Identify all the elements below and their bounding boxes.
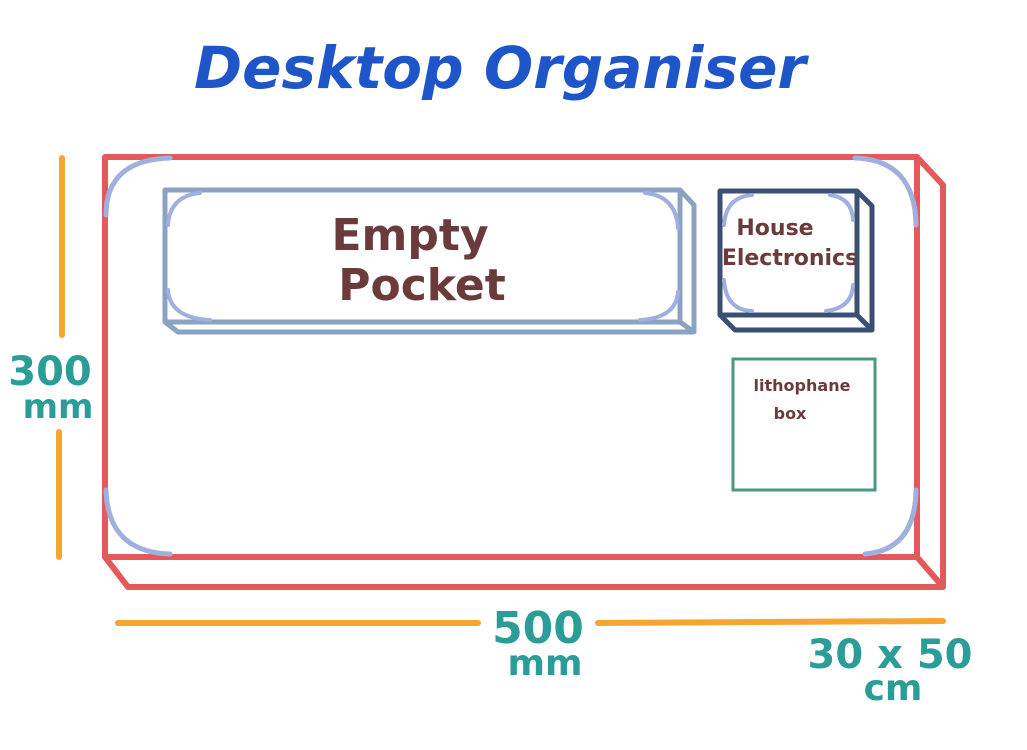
width-value: 500 bbox=[492, 603, 584, 654]
lithophane-box-label-line1: lithophane bbox=[754, 376, 851, 395]
house-electronics-arc-bl bbox=[722, 278, 754, 313]
house-electronics-label-line1: House bbox=[736, 216, 813, 241]
house-electronics-arc-tl bbox=[722, 193, 754, 227]
empty-pocket-arc-br bbox=[638, 290, 680, 322]
empty-pocket-front bbox=[162, 187, 683, 325]
house-electronics-front bbox=[717, 188, 860, 318]
empty-pocket-arc-bl bbox=[166, 288, 212, 322]
corner-arc-top-left bbox=[103, 155, 173, 218]
width-dimension: 500 mm bbox=[115, 603, 946, 684]
corner-arc-top-right bbox=[852, 155, 919, 228]
empty-pocket-compartment: Empty Pocket bbox=[162, 187, 697, 335]
empty-pocket-label-line1: Empty bbox=[331, 210, 488, 261]
diagram-title: Desktop Organiser bbox=[194, 34, 809, 102]
empty-pocket-arc-tr bbox=[643, 191, 680, 230]
tray-corner-arcs bbox=[103, 155, 919, 557]
lithophane-box-compartment: lithophane box bbox=[731, 357, 877, 492]
empty-pocket-depth bbox=[163, 188, 697, 335]
height-dimension: 300 mm bbox=[8, 155, 94, 560]
tray-bottom-depth bbox=[102, 554, 946, 590]
width-line-right bbox=[595, 618, 946, 626]
empty-pocket-arc-tl bbox=[166, 191, 202, 227]
tray-right-depth bbox=[914, 154, 946, 590]
house-electronics-depth bbox=[718, 189, 875, 333]
house-electronics-arc-tr bbox=[828, 193, 855, 222]
size-note: 30 x 50 cm bbox=[808, 632, 973, 709]
width-unit: mm bbox=[507, 643, 582, 684]
empty-pocket-label-line2: Pocket bbox=[338, 260, 506, 311]
corner-arc-bottom-left bbox=[103, 487, 173, 557]
size-note-value: 30 x 50 bbox=[808, 632, 973, 678]
lithophane-box-outline bbox=[731, 357, 877, 492]
tray-front-face bbox=[102, 154, 920, 560]
lithophane-box-label-line2: box bbox=[774, 404, 807, 423]
house-electronics-label-line2: Electronics bbox=[722, 246, 858, 271]
house-electronics-arc-br bbox=[824, 283, 855, 313]
house-electronics-compartment: House Electronics bbox=[717, 188, 875, 333]
corner-arc-bottom-right bbox=[862, 487, 919, 557]
height-value: 300 bbox=[8, 349, 92, 395]
height-unit: mm bbox=[23, 387, 94, 427]
tray-outline bbox=[102, 154, 946, 590]
size-note-unit: cm bbox=[864, 668, 923, 709]
